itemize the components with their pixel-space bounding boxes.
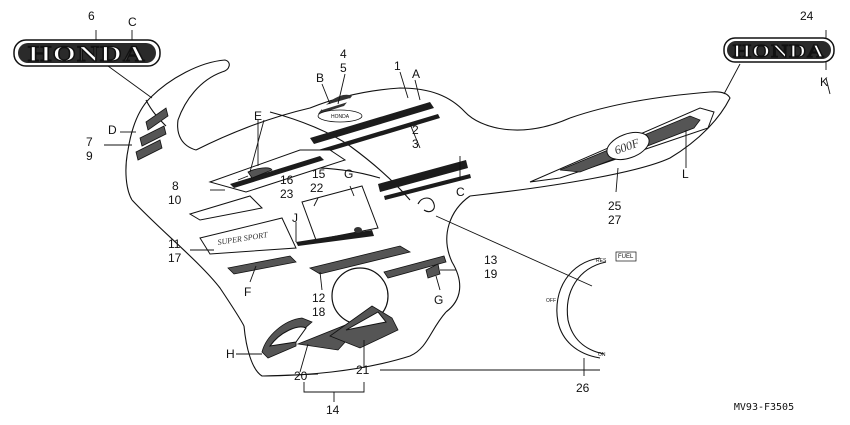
side-stripes: [188, 149, 347, 221]
callout-C-top: C: [128, 15, 137, 29]
super-sport-panel: SUPER SPORT: [199, 217, 297, 255]
callout-17: 17: [168, 251, 182, 265]
inner-panel: [296, 185, 379, 246]
callout-6: 6: [88, 9, 95, 23]
gauge-off-label: OFF: [546, 298, 556, 304]
callout-C-mid: C: [456, 185, 465, 199]
callout-22: 22: [310, 181, 324, 195]
catalog-code: MV93-F3505: [734, 402, 794, 413]
callout-15: 15: [312, 167, 326, 181]
callout-10: 10: [168, 193, 182, 207]
callout-3: 3: [412, 137, 419, 151]
callout-9: 9: [86, 149, 93, 163]
callout-H: H: [226, 347, 235, 361]
callout-13: 13: [484, 253, 498, 267]
callout-8: 8: [172, 179, 179, 193]
callout-L: L: [682, 167, 689, 181]
callout-J: J: [292, 211, 298, 225]
bottom-decals: [261, 305, 399, 359]
tail-badge: 600F: [529, 107, 715, 183]
callout-23: 23: [280, 187, 294, 201]
callout-12: 12: [312, 291, 326, 305]
callout-18: 18: [312, 305, 326, 319]
fairing-outline: [125, 59, 731, 377]
gauge-on-label: ON: [598, 352, 606, 358]
tank-emblem-text: HONDA: [331, 114, 350, 120]
callout-G-bottom: G: [434, 293, 443, 307]
tank-stripes: [310, 102, 471, 200]
honda-logo-right-text: HONDA: [733, 41, 825, 61]
callout-24: 24: [800, 9, 814, 23]
callout-5: 5: [340, 61, 347, 75]
callout-G-top: G: [344, 167, 353, 181]
callout-labels: 6 C 24 K 4 5 B 1 A E D 7 9 2 3 16 23 8 1…: [86, 9, 828, 417]
callout-26: 26: [576, 381, 590, 395]
gauge-fuel-label: FUEL: [618, 254, 634, 260]
honda-logo-right: HONDA: [723, 37, 835, 63]
front-cowl-stripes: [135, 107, 169, 161]
callout-D: D: [108, 123, 117, 137]
callout-16: 16: [280, 173, 294, 187]
lower-stripes: [227, 245, 447, 279]
callout-K: K: [820, 75, 828, 89]
callout-2: 2: [412, 123, 419, 137]
honda-logo-left: HONDA: [13, 39, 161, 67]
callout-21: 21: [356, 363, 370, 377]
callout-1: 1: [394, 59, 401, 73]
callout-E: E: [254, 109, 262, 123]
fuel-gauge-plate: RES FUEL OFF ON: [546, 251, 637, 359]
callout-11: 11: [168, 237, 181, 251]
callout-A: A: [412, 67, 420, 81]
callout-7: 7: [86, 135, 93, 149]
gauge-res-label: RES: [596, 258, 607, 264]
leader-lines: [95, 30, 831, 402]
callout-F: F: [244, 285, 251, 299]
tank-wing-emblem: HONDA: [317, 94, 363, 123]
callout-27: 27: [608, 213, 622, 227]
hook-decal: [417, 197, 435, 213]
callout-19: 19: [484, 267, 498, 281]
honda-logo-left-text: HONDA: [28, 41, 146, 66]
callout-4: 4: [340, 47, 347, 61]
callout-25: 25: [608, 199, 622, 213]
callout-14: 14: [326, 403, 340, 417]
callout-B: B: [316, 71, 324, 85]
callout-20: 20: [294, 369, 308, 383]
